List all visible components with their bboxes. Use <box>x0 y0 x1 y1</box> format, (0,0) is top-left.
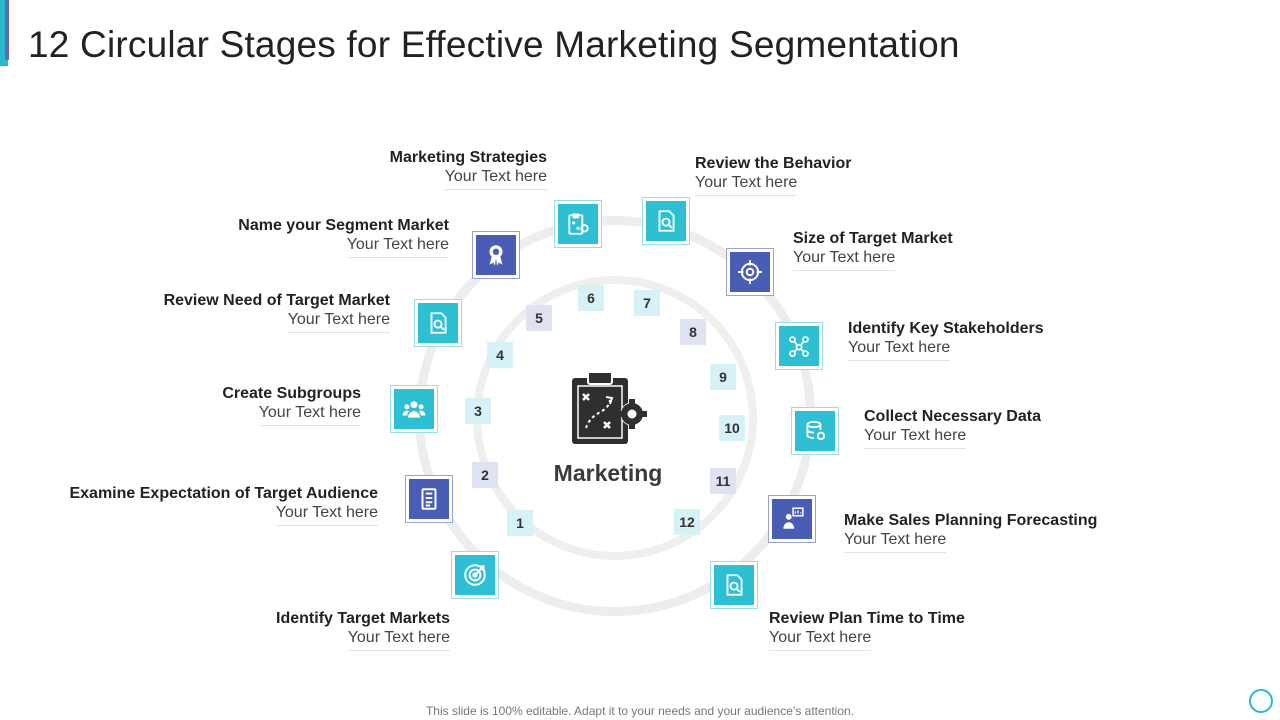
stage-number-3: 3 <box>465 398 491 424</box>
document-search-icon <box>430 312 447 334</box>
stage-label-5: Name your Segment Market Your Text here <box>29 217 449 258</box>
stage-label-1: Identify Target Markets Your Text here <box>30 610 450 651</box>
stage-label-4: Review Need of Target Market Your Text h… <box>0 292 390 333</box>
stage-text-12: Your Text here <box>769 629 872 651</box>
stage-icon-box-4 <box>414 299 462 347</box>
stage-number-9: 9 <box>710 364 736 390</box>
stage-icon-box-1 <box>451 551 499 599</box>
stage-number-7: 7 <box>634 290 660 316</box>
stage-text-7: Your Text here <box>695 174 798 196</box>
award-badge-icon <box>489 245 503 266</box>
stage-title-8: Size of Target Market <box>793 230 953 247</box>
stage-title-9: Identify Key Stakeholders <box>848 320 1044 337</box>
crosshair-icon <box>738 260 762 284</box>
clipboard-gear-icon <box>568 213 589 235</box>
stage-text-10: Your Text here <box>864 427 967 449</box>
stage-number-6: 6 <box>578 285 604 311</box>
stage-icon-box-8 <box>726 248 774 296</box>
database-icon <box>806 420 826 441</box>
stage-text-8: Your Text here <box>793 249 896 271</box>
stage-number-2: 2 <box>472 462 498 488</box>
stage-icon-box-12 <box>710 561 758 609</box>
stage-label-11: Make Sales Planning Forecasting Your Tex… <box>844 512 1264 553</box>
stage-text-3: Your Text here <box>258 404 361 426</box>
stage-title-2: Examine Expectation of Target Audience <box>69 485 378 502</box>
stage-text-6: Your Text here <box>444 168 547 190</box>
stage-icon-box-9 <box>775 322 823 370</box>
stage-label-8: Size of Target Market Your Text here <box>793 230 1213 271</box>
stage-icon-box-6 <box>554 200 602 248</box>
stage-title-11: Make Sales Planning Forecasting <box>844 512 1098 529</box>
stage-text-5: Your Text here <box>346 236 449 258</box>
stage-label-12: Review Plan Time to Time Your Text here <box>769 610 1189 651</box>
stage-title-1: Identify Target Markets <box>276 610 450 627</box>
stage-icon-box-10 <box>791 407 839 455</box>
stage-text-1: Your Text here <box>347 629 450 651</box>
stage-number-5: 5 <box>526 305 552 331</box>
presenter-chart-icon <box>783 507 804 529</box>
stage-title-10: Collect Necessary Data <box>864 408 1041 425</box>
stage-icon-box-7 <box>642 197 690 245</box>
stage-icon-box-3 <box>390 385 438 433</box>
footer-note: This slide is 100% editable. Adapt it to… <box>425 704 855 718</box>
document-search-icon <box>726 574 743 596</box>
network-icon <box>789 336 809 357</box>
stage-label-3: Create Subgroups Your Text here <box>0 385 361 426</box>
stage-title-7: Review the Behavior <box>695 155 852 172</box>
target-icon <box>464 564 486 586</box>
group-icon <box>402 401 426 418</box>
stage-text-2: Your Text here <box>275 504 378 526</box>
stage-label-6: Marketing Strategies Your Text here <box>127 149 547 190</box>
center-label: Marketing <box>553 460 663 486</box>
stage-title-5: Name your Segment Market <box>238 217 449 234</box>
title-accent-bar <box>0 0 9 66</box>
stage-label-2: Examine Expectation of Target Audience Y… <box>0 485 378 526</box>
stage-number-10: 10 <box>719 415 745 441</box>
stage-label-9: Identify Key Stakeholders Your Text here <box>848 320 1268 361</box>
stage-number-4: 4 <box>487 342 513 368</box>
stage-icon-box-5 <box>472 231 520 279</box>
stage-number-8: 8 <box>680 319 706 345</box>
stage-title-12: Review Plan Time to Time <box>769 610 965 627</box>
stage-title-6: Marketing Strategies <box>389 149 547 166</box>
clipboard-strategy-gear-icon <box>572 371 647 444</box>
slide-title: 12 Circular Stages for Effective Marketi… <box>28 24 960 65</box>
stage-icon-box-11 <box>768 495 816 543</box>
stage-number-1: 1 <box>507 510 533 536</box>
document-search-icon <box>658 210 675 232</box>
corner-circle-icon <box>1249 689 1273 713</box>
stage-text-11: Your Text here <box>844 531 947 553</box>
stage-title-4: Review Need of Target Market <box>163 292 390 309</box>
stage-icon-box-2 <box>405 475 453 523</box>
stage-text-4: Your Text here <box>287 311 390 333</box>
stage-number-12: 12 <box>674 509 700 535</box>
stage-text-9: Your Text here <box>848 339 951 361</box>
stage-label-10: Collect Necessary Data Your Text here <box>864 408 1280 449</box>
stage-label-7: Review the Behavior Your Text here <box>695 155 1115 196</box>
stage-title-3: Create Subgroups <box>222 385 361 402</box>
stage-number-11: 11 <box>710 468 736 494</box>
document-list-icon <box>421 488 437 510</box>
